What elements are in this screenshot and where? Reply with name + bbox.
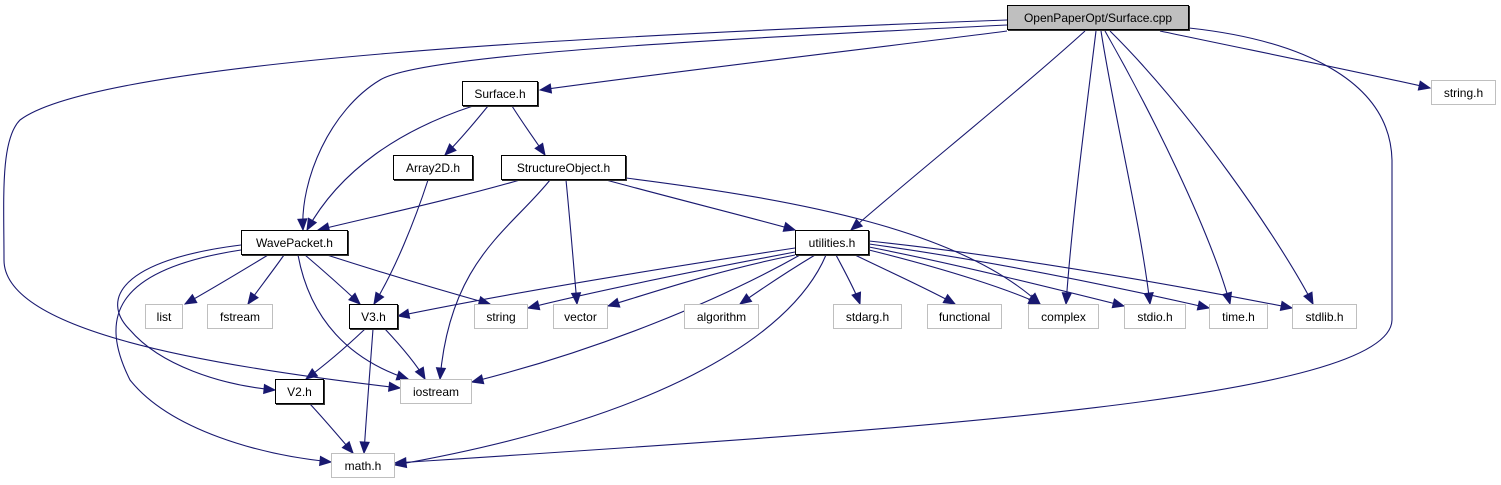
- arrowhead-icon: [1027, 294, 1042, 305]
- node-array2d-h[interactable]: Array2D.h: [393, 155, 473, 180]
- edge-utilities-h-to-complex: [868, 249, 1042, 305]
- edge-root-to-wavepacket-h: [297, 24, 1008, 232]
- node-math-h: math.h: [331, 453, 395, 478]
- edge-surface-h-to-array2d-h: [444, 105, 489, 156]
- node-functional: functional: [927, 304, 1002, 329]
- edge-root-to-stdlib-h: [1109, 30, 1314, 306]
- arrowhead-icon: [1303, 291, 1314, 306]
- arrowhead-icon: [396, 308, 411, 319]
- edge-root-to-utilities-h: [850, 30, 1086, 231]
- edge-v2-h-to-math-h: [309, 403, 354, 454]
- edge-utilities-h-to-v3-h: [396, 247, 796, 319]
- arrowhead-icon: [359, 441, 370, 455]
- arrowhead-icon: [183, 293, 198, 305]
- edge-root-to-surface-h: [538, 30, 1008, 94]
- arrowhead-icon: [304, 367, 319, 380]
- arrowhead-icon: [297, 218, 308, 232]
- edge-utilities-h-to-stdlib-h: [868, 240, 1294, 311]
- arrowhead-icon: [435, 367, 447, 381]
- node-wavepacket-h[interactable]: WavePacket.h: [241, 230, 348, 255]
- edge-utilities-h-to-iostream: [470, 254, 801, 385]
- node-root-surface-cpp: OpenPaperOpt/Surface.cpp: [1007, 5, 1189, 30]
- node-stdlib-h: stdlib.h: [1292, 304, 1357, 329]
- arrowhead-icon: [470, 374, 485, 385]
- arrowhead-icon: [738, 293, 753, 305]
- edge-wavepacket-h-to-fstream: [247, 254, 285, 306]
- arrowhead-icon: [570, 292, 582, 306]
- node-fstream: fstream: [207, 304, 273, 329]
- arrowhead-icon: [1061, 292, 1073, 306]
- edge-surface-h-to-wavepacket-h: [306, 105, 474, 232]
- node-stdio-h: stdio.h: [1124, 304, 1186, 329]
- edge-utilities-h-to-functional: [854, 254, 957, 305]
- node-algorithm: algorithm: [684, 304, 759, 329]
- arrowhead-icon: [606, 297, 621, 308]
- edge-structureobject-h-to-vector: [565, 179, 582, 306]
- edge-v3-h-to-v2-h: [304, 328, 366, 380]
- arrowhead-icon: [393, 457, 408, 469]
- node-v3-h[interactable]: V3.h: [349, 304, 398, 329]
- arrowhead-icon: [1196, 300, 1211, 311]
- edge-wavepacket-h-to-v2-h: [117, 244, 277, 395]
- edge-structureobject-h-to-wavepacket-h: [316, 179, 521, 233]
- node-v2-h[interactable]: V2.h: [275, 379, 324, 404]
- edge-v3-h-to-math-h: [359, 328, 374, 455]
- arrowhead-icon: [534, 142, 546, 157]
- arrowhead-icon: [247, 291, 259, 306]
- edge-utilities-h-to-algorithm: [738, 254, 816, 305]
- node-vector: vector: [553, 304, 608, 329]
- edge-utilities-h-to-math-h: [393, 254, 827, 469]
- edge-structureobject-h-to-iostream: [435, 179, 551, 381]
- arrowhead-icon: [850, 218, 864, 231]
- arrowhead-icon: [851, 291, 862, 306]
- edge-array2d-h-to-v3-h: [373, 179, 429, 306]
- edge-structureobject-h-to-utilities-h: [605, 179, 797, 232]
- arrowhead-icon: [942, 293, 957, 305]
- arrowhead-icon: [373, 291, 385, 306]
- arrowhead-icon: [1111, 298, 1126, 309]
- arrowhead-icon: [782, 221, 797, 232]
- node-time-h: time.h: [1209, 304, 1268, 329]
- arrowhead-icon: [306, 217, 318, 232]
- edge-root-to-time-h: [1104, 30, 1233, 306]
- edge-root-to-complex: [1061, 30, 1097, 306]
- node-string-h: string.h: [1431, 80, 1496, 105]
- edge-v3-h-to-iostream: [384, 328, 426, 381]
- edge-utilities-h-to-vector: [606, 254, 796, 308]
- arrowhead-icon: [348, 292, 361, 305]
- arrowhead-icon: [319, 455, 333, 467]
- edge-wavepacket-h-to-math-h: [115, 249, 333, 467]
- arrowhead-icon: [526, 300, 541, 311]
- node-string: string: [474, 304, 528, 329]
- node-iostream: iostream: [400, 379, 472, 404]
- node-structureobject-h[interactable]: StructureObject.h: [501, 155, 626, 180]
- edge-utilities-h-to-time-h: [868, 243, 1211, 311]
- node-list: list: [145, 304, 183, 329]
- node-stdarg-h: stdarg.h: [833, 304, 902, 329]
- arrowhead-icon: [1221, 291, 1233, 306]
- node-complex: complex: [1028, 304, 1099, 329]
- arrowhead-icon: [538, 83, 553, 94]
- arrowhead-icon: [1417, 80, 1432, 91]
- edge-utilities-h-to-stdio-h: [868, 246, 1126, 309]
- arrowhead-icon: [1279, 300, 1294, 311]
- edge-root-to-iostream: [3, 19, 1008, 392]
- edge-surface-h-to-structureobject-h: [511, 105, 546, 157]
- edge-utilities-h-to-string: [526, 251, 796, 311]
- edge-utilities-h-to-stdarg-h: [835, 254, 862, 306]
- node-surface-h[interactable]: Surface.h: [462, 81, 538, 106]
- arrowhead-icon: [387, 381, 402, 392]
- arrowhead-icon: [414, 366, 426, 381]
- edge-wavepacket-h-to-list: [183, 254, 269, 305]
- arrowhead-icon: [341, 440, 354, 454]
- arrowhead-icon: [263, 383, 277, 395]
- edge-wavepacket-h-to-v3-h: [304, 254, 361, 305]
- node-utilities-h[interactable]: utilities.h: [795, 230, 869, 255]
- edge-root-to-string-h: [1159, 30, 1432, 91]
- arrowhead-icon: [444, 143, 457, 156]
